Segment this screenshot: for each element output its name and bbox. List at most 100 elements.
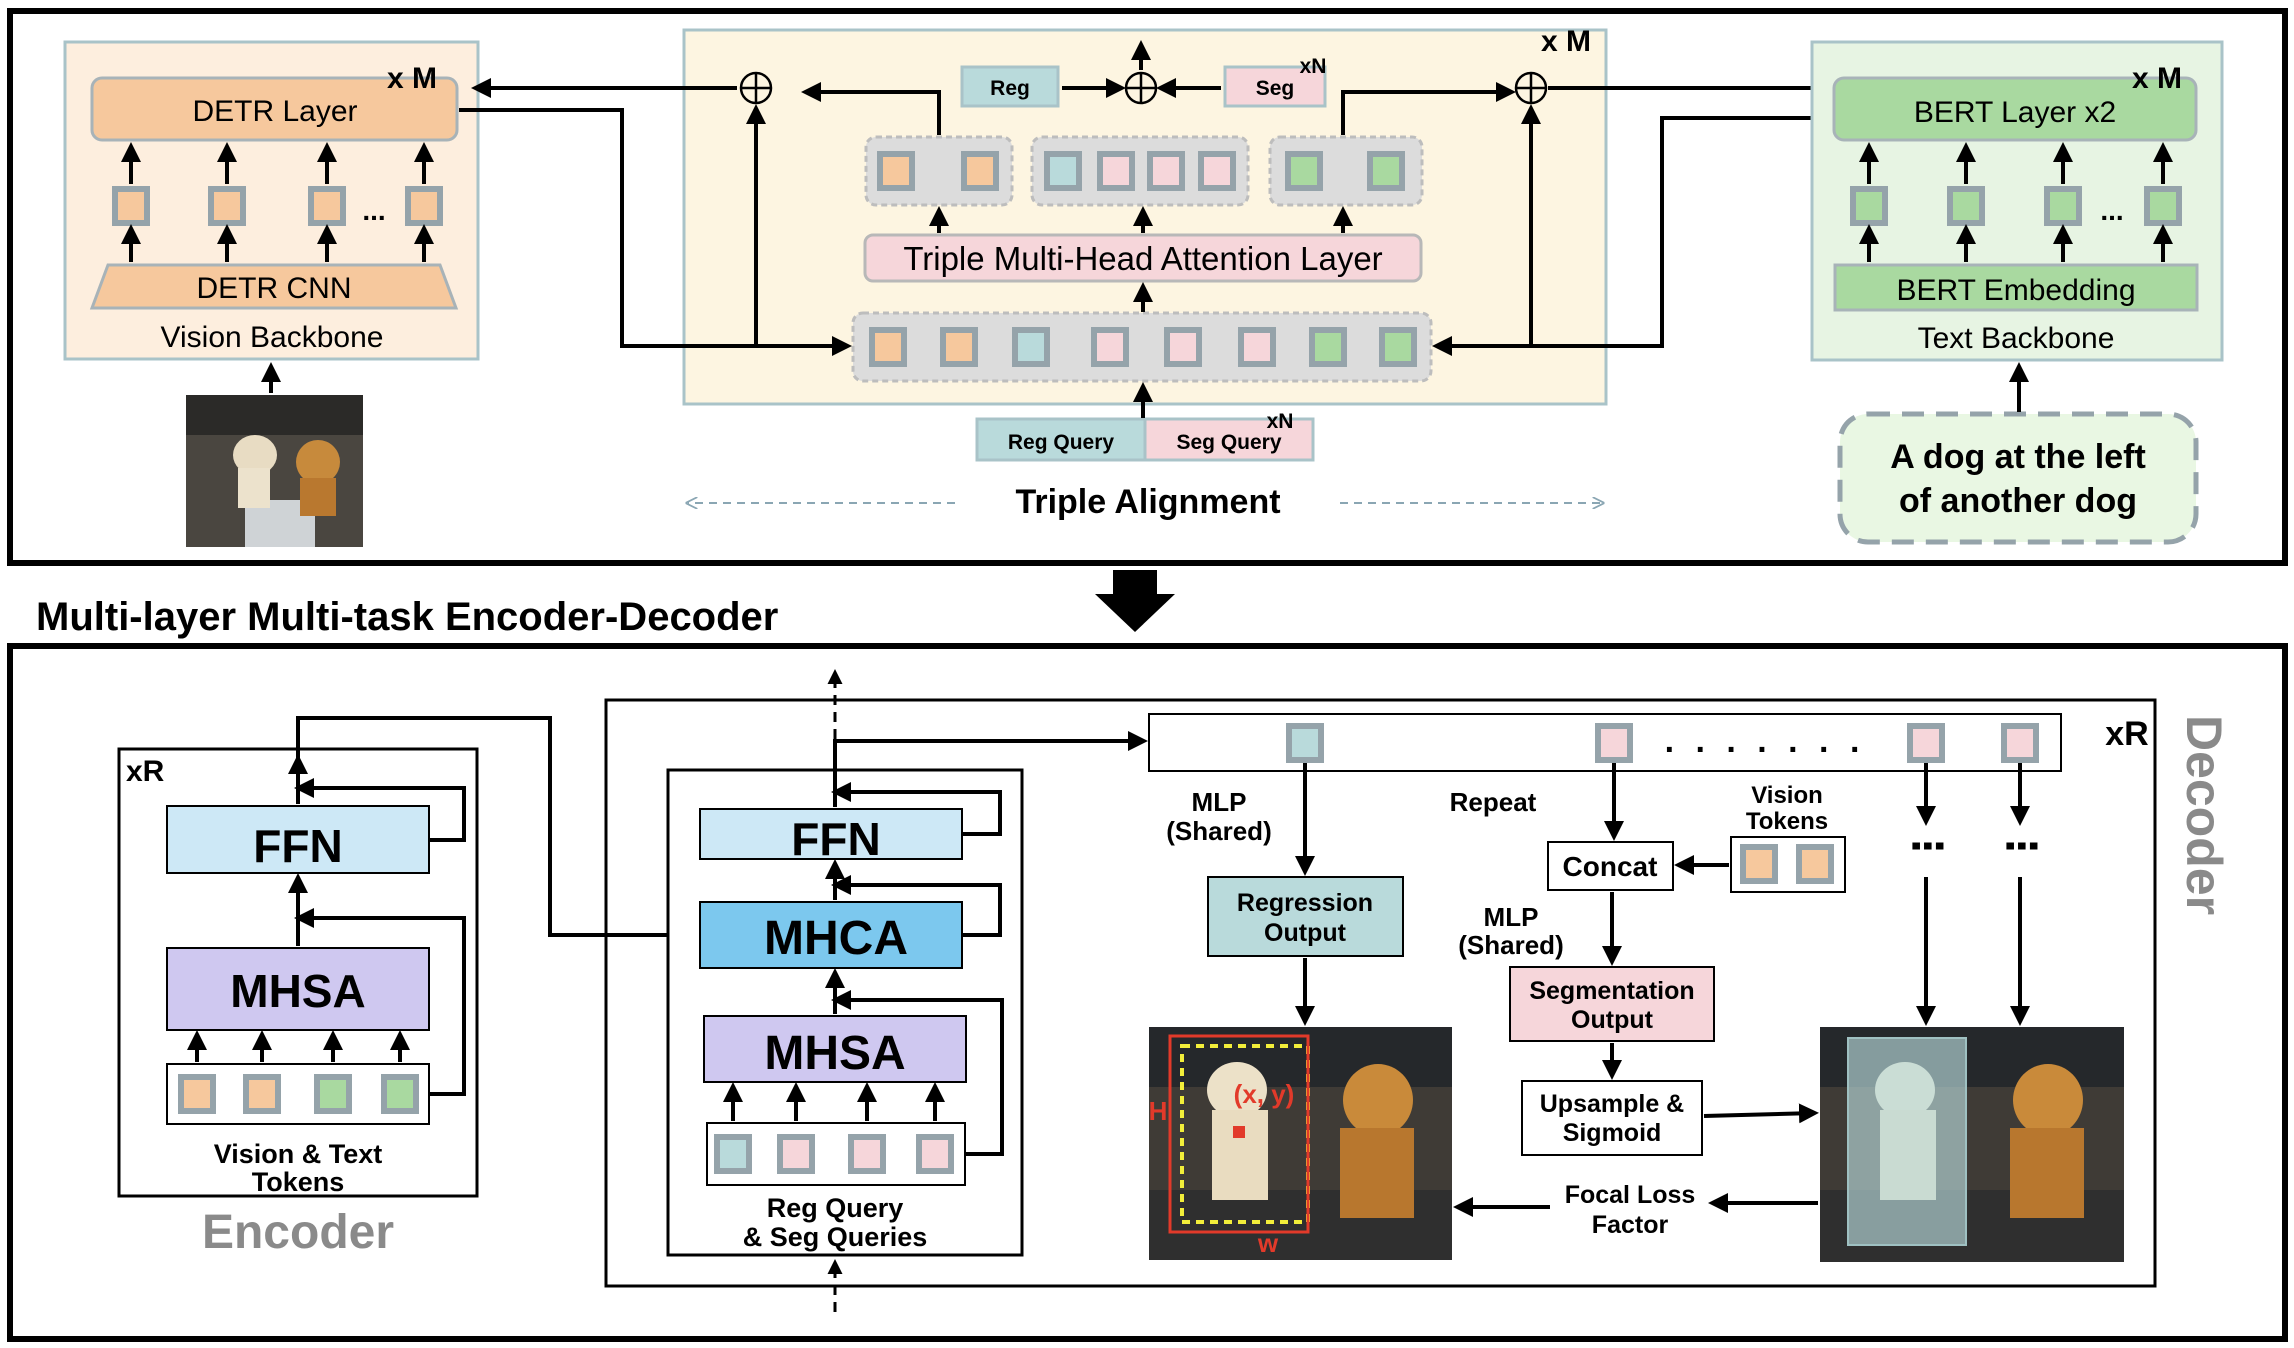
decoder-title: Decoder xyxy=(2176,715,2232,915)
referring-expression-box xyxy=(1837,411,2199,545)
section-title: Multi-layer Multi-task Encoder-Decoder xyxy=(36,595,778,639)
seg-query-label: Seg Query xyxy=(1176,431,1281,454)
decoder-mhca-box xyxy=(699,901,963,969)
reg-box xyxy=(960,65,1060,108)
bert-layer-label: BERT Layer x2 xyxy=(1914,96,2116,129)
encoder-repeat-label: xR xyxy=(126,755,165,788)
decoder-stack: FFN MHCA MHSA Reg Query & Seg Queries xyxy=(666,669,1148,1312)
text-ellipsis: ... xyxy=(2100,195,2123,226)
segmentation-output-box xyxy=(1509,966,1715,1042)
encoder-mhsa-box xyxy=(166,947,430,1031)
detr-cnn-label: DETR CNN xyxy=(197,272,352,305)
encoder-ffn-box xyxy=(166,805,430,874)
encoder-title: Encoder xyxy=(202,1206,394,1259)
text-token xyxy=(2147,189,2179,223)
decoder-queries-line-1: Reg Query xyxy=(767,1193,904,1223)
decoder-repeat-label: xR xyxy=(2105,715,2148,753)
expression-line-1: A dog at the left xyxy=(1890,438,2146,476)
text-token xyxy=(1853,189,1885,223)
regression-line-1: Regression xyxy=(1237,889,1373,917)
decoder-queries-line-2: & Seg Queries xyxy=(743,1222,928,1252)
add-operator xyxy=(1124,71,1158,105)
vision-ellipsis: ... xyxy=(362,195,385,226)
segmentation-line-1: Segmentation xyxy=(1529,977,1694,1005)
decoder-mhsa-box xyxy=(703,1015,967,1083)
box-w-label: w xyxy=(1257,1228,1279,1258)
focal-line-2: Factor xyxy=(1592,1211,1669,1239)
segmentation-image xyxy=(1820,1027,2124,1262)
output-dots: . . . . . . . xyxy=(1665,722,1866,760)
encoder-tokens-line-2: Tokens xyxy=(252,1167,345,1197)
encoder-mhsa-label: MHSA xyxy=(230,965,365,1017)
seg-repeat-label: xN xyxy=(1300,55,1327,78)
box-center-marker xyxy=(1233,1126,1245,1138)
encoder-tokens-line-1: Vision & Text xyxy=(214,1139,383,1169)
query-output-group xyxy=(1030,135,1250,207)
query-repeat-label: xN xyxy=(1267,410,1294,433)
box-h-label: H xyxy=(1149,1096,1168,1126)
text-backbone-caption: Text Backbone xyxy=(1918,322,2115,355)
vision-tokens-line-2: Tokens xyxy=(1746,808,1828,835)
vision-backbone: DETR Layer x M ... DETR CNN Vision Backb… xyxy=(63,40,480,361)
bottom-panel-frame xyxy=(7,643,2288,1342)
triple-alignment-label: Triple Alignment xyxy=(1015,483,1280,521)
upsample-box xyxy=(1521,1080,1703,1156)
vision-backbone-caption: Vision Backbone xyxy=(161,321,384,354)
bert-embedding-label: BERT Embedding xyxy=(1896,274,2135,307)
seg-query-box xyxy=(1143,417,1315,462)
mlp-2-line-1: MLP xyxy=(1484,902,1539,932)
triple-attention-label: Triple Multi-Head Attention Layer xyxy=(903,240,1382,277)
encoder: xR FFN MHSA Vision & Text Tokens xyxy=(117,747,479,1198)
regression-output-box xyxy=(1207,876,1404,957)
repeat-label: Repeat xyxy=(1450,787,1537,817)
expression-line-2: of another dog xyxy=(1899,482,2137,520)
vdots-1: ⋮ xyxy=(1905,826,1949,866)
concat-box xyxy=(1547,841,1674,891)
reg-query-box xyxy=(975,417,1147,462)
focal-line-1: Focal Loss xyxy=(1565,1181,1696,1209)
add-operator xyxy=(739,71,773,105)
input-image xyxy=(186,395,363,547)
triple-attention-layer xyxy=(863,233,1423,283)
box-xy-label: (x, y) xyxy=(1234,1079,1295,1109)
mlp-1-line-2: (Shared) xyxy=(1166,816,1271,846)
upsample-line-1: Upsample & xyxy=(1540,1090,1684,1118)
text-backbone: BERT Layer x2 x M ... BERT Embedding Tex… xyxy=(1810,40,2224,362)
encoder-ffn-label: FFN xyxy=(253,820,342,872)
upsample-line-2: Sigmoid xyxy=(1563,1119,1662,1147)
detr-layer-label: DETR Layer xyxy=(192,95,357,128)
bert-layer-box xyxy=(1832,76,2198,142)
reg-query-label: Reg Query xyxy=(1008,431,1115,454)
decoder-head-arrows xyxy=(1295,763,2030,1217)
predicted-mask xyxy=(1847,1037,1967,1246)
vision-tokens-line-1: Vision xyxy=(1751,782,1823,809)
text-token xyxy=(2047,189,2079,223)
add-operator xyxy=(1514,71,1548,105)
regression-image: (x, y) H w xyxy=(1149,1027,1452,1260)
detr-layer-box xyxy=(90,76,459,142)
vision-token xyxy=(311,189,343,223)
decoder-ffn-label: FFN xyxy=(791,813,880,865)
detr-cnn-box xyxy=(89,263,459,310)
text-repeat-label: x M xyxy=(2132,62,2182,95)
reg-label: Reg xyxy=(990,77,1030,100)
decoder-mhca-label: MHCA xyxy=(764,912,908,965)
down-arrow xyxy=(1095,570,1175,632)
regression-line-2: Output xyxy=(1264,919,1347,947)
vdots-2: ⋮ xyxy=(1999,826,2043,866)
mlp-1-line-1: MLP xyxy=(1192,787,1247,817)
seg-box xyxy=(1223,65,1327,108)
vision-repeat-label: x M xyxy=(387,62,437,95)
vision-token xyxy=(211,189,243,223)
seg-label: Seg xyxy=(1256,77,1295,100)
encoder-memory-link xyxy=(296,716,700,937)
concat-label: Concat xyxy=(1563,851,1658,882)
segmentation-line-2: Output xyxy=(1571,1006,1654,1034)
top-panel-frame xyxy=(7,8,2288,566)
mlp-2-line-2: (Shared) xyxy=(1458,930,1563,960)
bert-embedding-box xyxy=(1833,263,2199,312)
decoder-frame xyxy=(604,698,2157,1288)
fusion-repeat-label: x M xyxy=(1541,25,1591,58)
concat-token-row xyxy=(851,311,1433,383)
